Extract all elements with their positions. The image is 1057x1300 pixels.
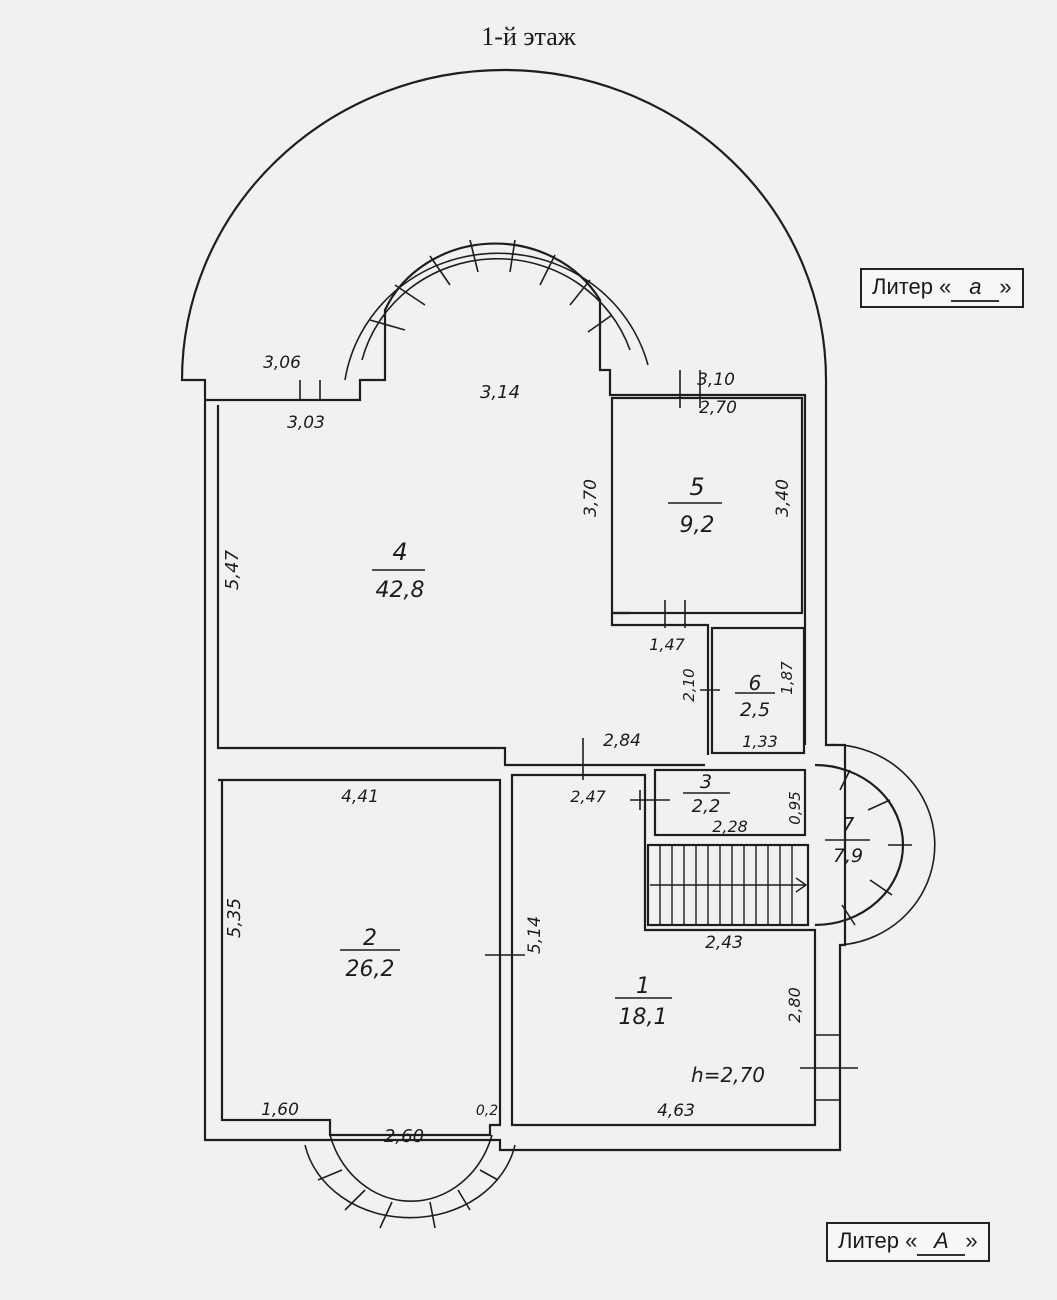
ceiling-height: h=2,70 xyxy=(691,1063,765,1087)
room-3-outline xyxy=(653,768,807,837)
room-5-outline xyxy=(610,396,804,615)
liter-prefix: Литер « xyxy=(838,1228,918,1253)
top-bay-window-outer xyxy=(344,252,649,381)
dim-133: 1,33 xyxy=(742,732,778,751)
room-7-number: 7 xyxy=(842,813,855,837)
liter-prefix: Литер « xyxy=(872,274,952,299)
opening-ticks xyxy=(299,370,858,1101)
room-5-area: 9,2 xyxy=(680,513,715,538)
dim-310: 3,10 xyxy=(697,370,735,390)
room-4-number: 4 xyxy=(392,538,407,566)
area-fraction-lines xyxy=(340,502,870,999)
dim-547: 5,47 xyxy=(222,549,243,590)
inner-wall xyxy=(205,242,807,745)
room-6-area: 2,5 xyxy=(740,699,770,721)
dim-095: 0,95 xyxy=(786,791,804,824)
dim-306: 3,06 xyxy=(263,353,301,373)
liter-label-top: Литер «а» xyxy=(860,268,1024,308)
room-6-number: 6 xyxy=(749,671,762,695)
dim-260: 2,60 xyxy=(384,1126,424,1147)
dim-314: 3,14 xyxy=(480,382,520,403)
dim-535: 5,35 xyxy=(224,898,245,938)
room-4-outline xyxy=(216,405,705,767)
dim-514: 5,14 xyxy=(525,916,545,954)
room-7-area: 7,9 xyxy=(833,845,863,867)
room-2-area: 26,2 xyxy=(346,957,395,982)
dim-160: 1,60 xyxy=(261,1100,299,1120)
room-2-outline xyxy=(218,778,502,1137)
dim-340: 3,40 xyxy=(773,479,793,517)
room-1-area: 18,1 xyxy=(619,1005,668,1030)
room-1-number: 1 xyxy=(636,974,650,999)
room-3-area: 2,2 xyxy=(692,796,721,817)
dim-463: 4,63 xyxy=(657,1101,695,1121)
dim-210: 2,10 xyxy=(680,668,698,701)
dim-02: 0,2 xyxy=(476,1103,498,1119)
dim-441: 4,41 xyxy=(341,787,379,807)
top-bay-window xyxy=(361,257,631,361)
room-5-number: 5 xyxy=(689,473,704,501)
liter-suffix: » xyxy=(999,274,1012,299)
outer-wall xyxy=(180,68,847,1152)
bottom-bay-window xyxy=(329,1134,493,1202)
top-bay-window-segments xyxy=(369,239,613,333)
dim-284: 2,84 xyxy=(603,731,641,751)
room-7-window-segments xyxy=(839,769,912,926)
dim-280: 2,80 xyxy=(785,987,804,1023)
dim-370: 3,70 xyxy=(581,479,601,517)
dim-228: 2,28 xyxy=(712,817,748,836)
liter-letter: А xyxy=(917,1228,966,1256)
liter-suffix: » xyxy=(965,1228,978,1253)
room-4-area: 42,8 xyxy=(376,578,425,603)
stair-steps xyxy=(650,845,808,925)
liter-letter: а xyxy=(951,274,1000,302)
dim-243: 2,43 xyxy=(705,933,743,953)
dim-270: 2,70 xyxy=(699,398,737,418)
dim-247: 2,47 xyxy=(570,787,606,806)
bottom-bay-window-segments xyxy=(317,1169,499,1229)
dim-303: 3,03 xyxy=(287,413,325,433)
room-3-number: 3 xyxy=(700,771,712,793)
room-7-outer xyxy=(824,743,936,946)
staircase xyxy=(646,843,810,927)
room-1-outline xyxy=(510,773,817,1127)
dim-187: 1,87 xyxy=(778,661,796,695)
room-2-number: 2 xyxy=(363,926,377,951)
dim-147: 1,47 xyxy=(649,635,685,654)
liter-label-bottom: Литер «А» xyxy=(826,1222,990,1262)
page-title: 1-й этаж xyxy=(481,22,576,51)
